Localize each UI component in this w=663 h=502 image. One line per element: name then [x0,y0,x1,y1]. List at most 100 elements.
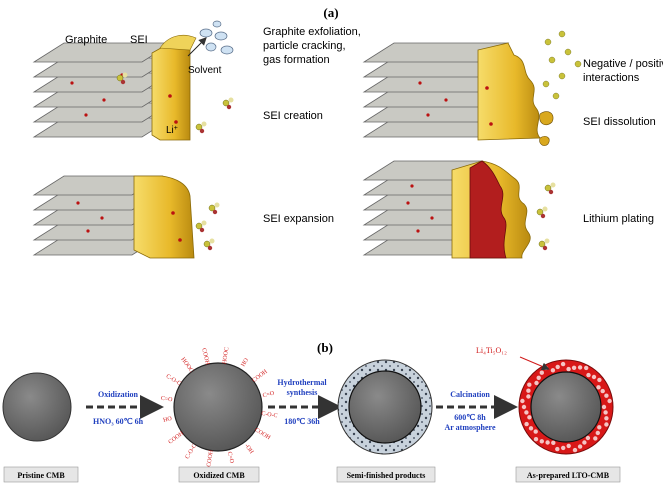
lto-particle [545,440,550,445]
lto-particle [571,365,577,370]
sei-creation-label: SEI creation [263,110,323,122]
functional-group-label: HOOC [222,347,230,365]
lto-particle [601,404,607,410]
lto-pointer-arrow [519,356,550,371]
lto-particle [526,394,531,399]
caption-semi-finished: Semi-finished products [347,471,426,480]
graphite-label: Graphite [65,34,107,46]
lto-label: Li₄Ti₅O₁₂ [476,346,507,355]
gas-arrow [187,37,207,57]
lto-particle [550,368,556,373]
functional-group-label: C=O [160,396,173,404]
lithium-plating-label: Lithium plating [583,213,654,225]
lto-particles [520,361,612,453]
graphite-stack-bottom-left [32,175,195,259]
lto-particle [555,446,560,452]
lto-particle [595,430,600,436]
graphite-stack-bottom-right [362,160,531,259]
lithium-dots [406,184,434,233]
lto-particle [604,422,609,427]
panel-b-label: (b) [317,340,333,355]
solvent-molecules [536,182,556,251]
oxidized-cmb-sphere [173,362,263,452]
lto-particle [566,366,571,372]
functional-group-label: COOH [251,369,269,384]
lithium-dots [418,81,493,126]
caption-oxidized: Oxidized CMB [193,471,245,480]
functional-group-label: COOH [200,348,210,367]
pristine-cmb-sphere [2,372,72,442]
functional-group-label: -OH [243,443,255,456]
step2-condition: 180℃ 36h [284,417,320,426]
lto-particle [539,439,544,444]
graphite-layers [32,175,164,256]
lto-particle [526,388,531,393]
graphite-stack-top-left [32,35,197,141]
lto-particle [528,426,534,431]
solvent-molecules [195,202,220,251]
sei-expansion-label: SEI expansion [263,213,334,225]
panel-a-label: (a) [323,5,338,20]
lto-particle [603,410,608,415]
functional-group-label: HO [240,357,250,368]
sei-dissolution-label: SEI dissolution [583,116,656,128]
exfoliation-flap [159,35,197,51]
sei-fragments [539,111,554,146]
lto-particle [534,380,539,386]
lto-particle [533,437,539,442]
step3-condition-line-1: 600℃ 8h [454,413,486,422]
functional-group-label: COOH [206,449,215,467]
exfoliation-line-2: particle cracking, [263,40,346,52]
lto-cmb-core [530,371,602,443]
lto-particle [527,415,532,420]
caption-lto-cmb: As-prepared LTO-CMB [527,471,610,480]
lto-particle [597,377,602,383]
step2-title-line-2: synthesis [287,388,318,397]
lto-particle [539,370,544,375]
graphite-stack-top-right [362,42,554,146]
functional-group-label: HOOC [179,357,194,374]
caption-pristine: Pristine CMB [17,471,65,480]
li-ion-label: Li+ [166,125,178,137]
lto-particle [521,404,527,410]
solvent-molecules [116,72,234,134]
gas-bubbles [199,20,234,55]
lto-particle [560,361,566,367]
lto-particle [555,364,560,370]
graphite-layers [362,42,510,138]
lto-particle [604,416,609,421]
lto-particle [593,436,598,441]
ion-particles [542,30,582,100]
lto-particle [527,382,532,387]
lto-particle [520,398,525,404]
functional-group-label: C=O [226,451,235,464]
lto-particle [607,398,612,404]
step3-title: Calcination [450,390,490,399]
step1-condition: HNO₃ 60℃ 6h [93,417,144,426]
lto-particle [524,410,529,415]
interactions-line-1: Negative / positive [583,58,663,70]
functional-group-label: C-O-C [185,443,199,460]
caption-boxes [3,466,621,483]
lto-particle [533,429,538,434]
sei-layer [477,42,541,141]
semi-finished-core [348,370,422,444]
sei-layer [133,175,195,259]
lto-particle [572,447,578,453]
lto-particle [536,375,541,380]
lithium-plating-layer [469,160,507,259]
lto-particle [584,365,589,371]
solvent-label: Solvent [188,65,222,76]
lto-particle [551,440,556,445]
functional-group-label: HO [163,416,174,424]
lto-particle [600,388,605,394]
lto-particle [585,435,591,441]
lto-particle [524,421,529,427]
lto-particle [597,425,602,430]
functional-group-label: C-O-C [261,411,278,419]
exfoliation-line-1: Graphite exfoliation, [263,26,361,38]
lto-particle [586,372,591,378]
step2-title-line-1: Hydrothermal [277,378,327,387]
lto-particle [582,440,587,445]
